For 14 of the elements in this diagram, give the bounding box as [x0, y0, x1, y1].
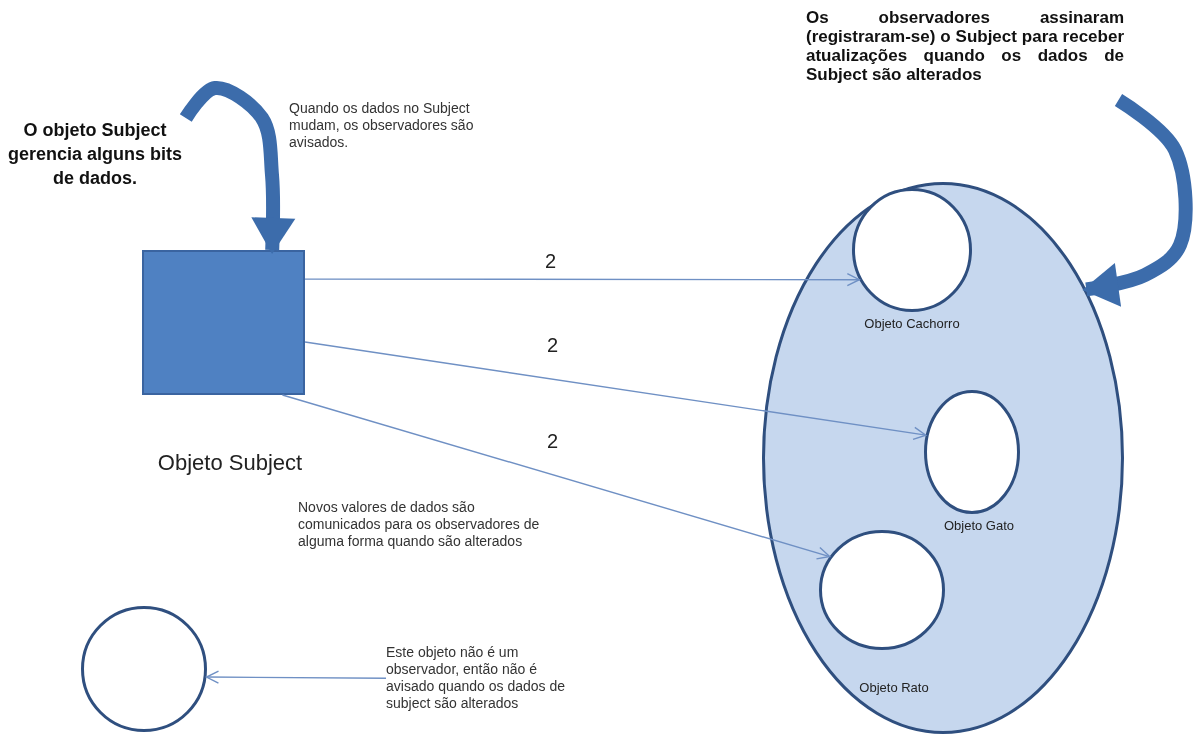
arrow [205, 670, 387, 684]
annotation-text: Quando os dados no Subject mudam, os observadores são avisados. [289, 100, 475, 151]
curved-block-arrow [1082, 94, 1193, 307]
annotation-text: Novos valores de dados são comunicados para os observadores de alguma forma quando são alterados [298, 499, 541, 550]
note-text: O objeto Subject gerencia alguns bits de dados. [6, 119, 184, 190]
object-label: Objeto Gato [942, 518, 1016, 533]
object-label: Objeto Rato [858, 680, 930, 695]
arrow [304, 341, 927, 440]
arrow [304, 273, 861, 287]
note-text: Os observadores assinaram (registraram-se) o Subject para receber atualizações quando os dados de Subject são alterados [806, 8, 1124, 84]
object-label: Objeto Subject [156, 450, 304, 476]
object-label: Objeto Cachorro [863, 316, 961, 331]
note-text: Este objeto não é um observador, então não é avisado quando os dados de subject são alterados [386, 644, 567, 712]
arrow [281, 394, 831, 560]
